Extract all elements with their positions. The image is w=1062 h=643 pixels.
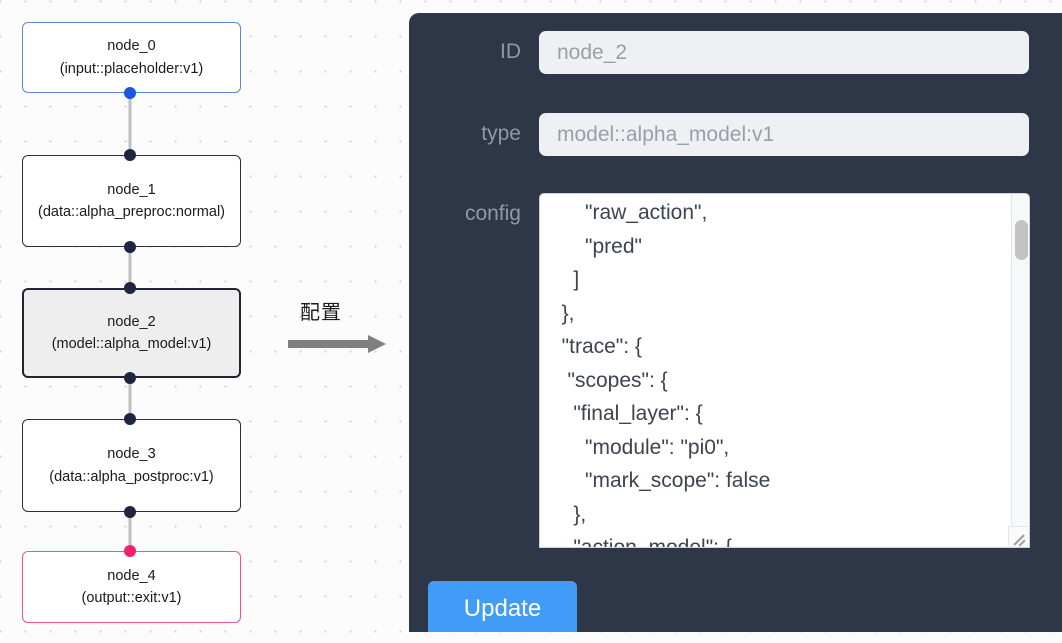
graph-node-node_2[interactable]: node_2 (model::alpha_model:v1) <box>22 288 241 378</box>
update-button[interactable]: Update <box>428 581 577 632</box>
transition-annotation: 配置 <box>288 296 400 357</box>
field-row-id: ID <box>429 31 1029 74</box>
id-input[interactable] <box>539 31 1029 74</box>
config-scrollbar-thumb[interactable] <box>1015 220 1028 260</box>
port-node_3-in[interactable] <box>124 413 136 425</box>
config-scrollbar[interactable] <box>1011 194 1029 547</box>
graph-node-label: node_4 (output::exit:v1) <box>81 567 182 606</box>
field-row-config: config "raw_action", "pred" ] }, "trace"… <box>429 193 1030 548</box>
graph-node-label: node_3 (data::alpha_postproc:v1) <box>49 446 214 485</box>
graph-node-label: node_1 (data::alpha_preproc:normal) <box>38 181 225 220</box>
arrow-right-icon <box>288 331 400 357</box>
node-config-panel: ID type config "raw_action", "pred" ] },… <box>409 13 1062 632</box>
edge-node3-node4 <box>128 512 132 551</box>
graph-canvas[interactable]: node_0 (input::placeholder:v1) node_1 (d… <box>0 0 400 643</box>
graph-node-node_0[interactable]: node_0 (input::placeholder:v1) <box>22 22 241 93</box>
config-textarea[interactable]: "raw_action", "pred" ] }, "trace": { "sc… <box>539 193 1030 548</box>
resize-handle-icon[interactable] <box>1008 526 1028 546</box>
config-textarea-content[interactable]: "raw_action", "pred" ] }, "trace": { "sc… <box>561 201 771 548</box>
field-row-type: type <box>429 113 1029 156</box>
type-field-label: type <box>481 122 521 145</box>
config-field-label: config <box>464 202 521 225</box>
port-node_2-out[interactable] <box>124 372 136 384</box>
type-input[interactable] <box>539 113 1029 156</box>
port-node_1-out[interactable] <box>124 241 136 253</box>
edge-node1-node2 <box>128 247 132 288</box>
transition-caption: 配置 <box>300 300 342 324</box>
arrow-shaft <box>288 340 370 348</box>
edge-node2-node3 <box>128 378 132 419</box>
port-node_0-out[interactable] <box>124 87 136 99</box>
graph-node-label: node_2 (model::alpha_model:v1) <box>51 313 212 352</box>
graph-node-node_3[interactable]: node_3 (data::alpha_postproc:v1) <box>22 419 241 512</box>
arrow-head <box>368 335 386 353</box>
id-field-label: ID <box>500 40 521 63</box>
port-node_3-out[interactable] <box>124 506 136 518</box>
port-node_2-in[interactable] <box>124 282 136 294</box>
edge-node0-node1 <box>128 93 132 155</box>
port-node_1-in[interactable] <box>124 149 136 161</box>
graph-node-label: node_0 (input::placeholder:v1) <box>59 38 204 77</box>
port-node_4-in[interactable] <box>124 545 136 557</box>
graph-node-node_1[interactable]: node_1 (data::alpha_preproc:normal) <box>22 155 241 247</box>
graph-node-node_4[interactable]: node_4 (output::exit:v1) <box>22 551 241 623</box>
